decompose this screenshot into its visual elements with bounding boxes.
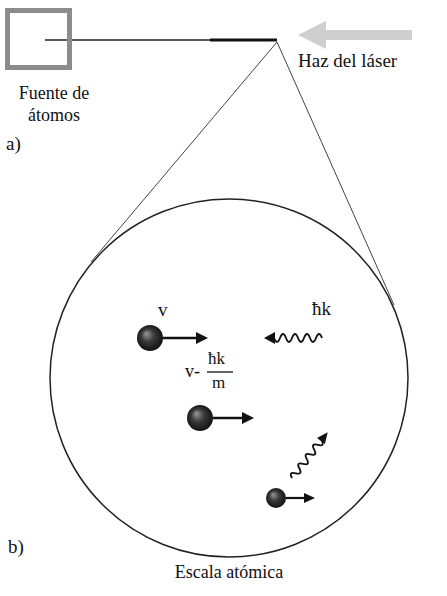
velocity-symbol: v [158,299,168,321]
velocity-arrow [304,493,315,503]
photon-arrow [264,332,275,344]
velocity-arrow [163,337,198,340]
circle-outline [50,199,408,557]
photon-arrow [317,429,332,444]
photon-momentum: ħk [312,298,331,320]
velocity-symbol: v- [185,361,200,382]
photon-wave [289,438,324,480]
node-label: Escala atómica [49,562,409,584]
fraction-numerator: ħk [208,349,225,369]
zoom-line [277,42,394,305]
laser-arrow [298,21,326,49]
velocity-arrow [286,497,306,499]
node-label: Fuente de átomos [4,83,104,126]
fraction-bar [207,371,233,372]
atom-beam [45,39,277,41]
circle-outline [49,198,409,558]
atom [266,488,286,508]
atom [137,325,163,351]
laser-label: Haz del láser [298,50,397,72]
zoom-circle: Escala atómica [49,198,409,558]
emitted-photon [288,429,332,481]
velocity-arrow [213,417,244,420]
photon-wave [274,334,322,342]
part-letter: a) [6,133,21,155]
atom-source-box: Fuente de átomos [5,8,72,70]
atom [187,405,213,431]
velocity-arrow [196,332,208,344]
part-letter: b) [8,536,24,558]
zoom-line [91,42,277,262]
atom-beam [210,39,277,42]
laser-arrow [322,30,412,40]
velocity-arrow [242,412,254,424]
fraction-denominator: m [212,373,225,393]
